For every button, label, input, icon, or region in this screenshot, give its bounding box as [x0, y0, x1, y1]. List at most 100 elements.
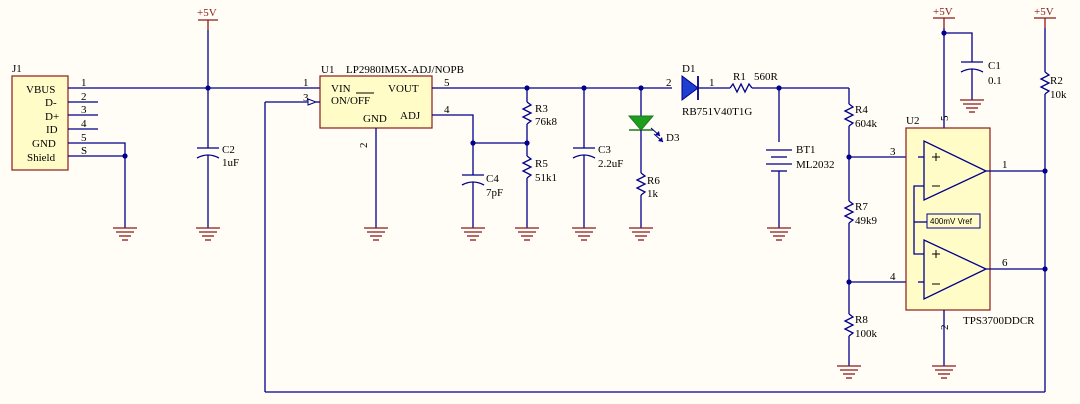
- capacitor-c3: C3 2.2uF: [572, 88, 623, 228]
- power-label: +5V: [933, 6, 953, 18]
- u1-part: LP2980IM5X-ADJ/NOPB: [346, 64, 464, 76]
- j1-pinnum-1: 1: [81, 77, 87, 89]
- power-label: +5V: [197, 7, 217, 19]
- c3-value: 2.2uF: [598, 158, 623, 170]
- c2-ref: C2: [222, 144, 235, 156]
- c4-ref: C4: [486, 173, 499, 185]
- j1-pinnum-5: 5: [81, 132, 87, 144]
- j1-pin-dminus: D-: [45, 97, 57, 109]
- j1-pinnum-2: 2: [81, 91, 87, 103]
- c1-ref: C1: [988, 60, 1001, 72]
- d1-pinnum-2: 2: [666, 77, 672, 89]
- u2-pinnum-5: 5: [939, 115, 951, 121]
- power-symbol-r2: +5V: [1034, 6, 1056, 28]
- u1-pinnum-3: 3: [303, 92, 309, 104]
- r6-ref: R6: [647, 175, 660, 187]
- comparator-u2: U2 TPS3700DDCR 5 2 400mV Vref: [905, 115, 1035, 331]
- u1-ref: U1: [321, 64, 334, 76]
- j1-pinnum-4: 4: [81, 118, 87, 130]
- resistor-r8: R8 100k: [843, 282, 878, 366]
- u1-pin-vout: VOUT: [388, 83, 419, 95]
- u2-pinnum-4: 4: [890, 271, 896, 283]
- r1-ref: R1: [733, 71, 746, 83]
- power-label: +5V: [1034, 6, 1054, 18]
- j1-pin-vbus: VBUS: [26, 84, 55, 96]
- r6-value: 1k: [647, 188, 659, 200]
- j1-pin-shield: Shield: [27, 152, 56, 164]
- resistor-r7: R7 49k9: [843, 157, 878, 282]
- u2-part: TPS3700DDCR: [963, 315, 1035, 327]
- j1-pin-dplus: D+: [45, 111, 59, 123]
- resistor-r2: R2 10k: [1039, 28, 1067, 392]
- r4-ref: R4: [855, 104, 868, 116]
- resistor-r5: R5 51k1: [521, 143, 557, 228]
- u1-pin-gnd: GND: [363, 113, 387, 125]
- r3-value: 76k8: [535, 116, 558, 128]
- r7-value: 49k9: [855, 215, 878, 227]
- ground-symbol: [364, 227, 388, 241]
- bt1-value: ML2032: [796, 159, 835, 171]
- c4-value: 7pF: [486, 187, 503, 199]
- capacitor-c1: C1 0.1: [960, 60, 1002, 100]
- j1-pin-id: ID: [46, 124, 58, 136]
- c1-value: 0.1: [988, 75, 1002, 87]
- capacitor-c4: C4 7pF: [461, 143, 503, 228]
- c3-ref: C3: [598, 144, 611, 156]
- ground-symbol: [113, 227, 137, 241]
- c2-value: 1uF: [222, 157, 239, 169]
- j1-pinnum-s: S: [81, 145, 87, 157]
- ground-symbol: [572, 227, 596, 241]
- ground-symbol: [960, 99, 984, 113]
- d3-ref: D3: [666, 132, 680, 144]
- u1-pin-on-off: ON/OFF: [331, 95, 370, 107]
- resistor-r6: R6 1k: [635, 130, 660, 228]
- ground-symbol: [629, 227, 653, 241]
- power-symbol-u2: +5V: [933, 6, 955, 28]
- u1-pinnum-4: 4: [444, 104, 450, 116]
- r8-ref: R8: [855, 314, 868, 326]
- j1-ref: J1: [12, 63, 22, 75]
- u2-vref-label: 400mV Vref: [930, 217, 973, 226]
- j1-pinnum-3: 3: [81, 104, 87, 116]
- regulator-u1: U1 LP2980IM5X-ADJ/NOPB VIN ON/OFF VOUT G…: [303, 64, 464, 148]
- u1-pinnum-5: 5: [444, 77, 450, 89]
- ground-symbol: [196, 227, 220, 241]
- d1-pinnum-1: 1: [709, 77, 715, 89]
- led-d3: D3: [627, 88, 680, 144]
- battery-bt1: BT1 ML2032: [766, 88, 835, 228]
- r2-ref: R2: [1050, 75, 1063, 87]
- diode-d1: 2 1 D1 RB751V40T1G: [666, 63, 752, 118]
- u1-pinnum-2: 2: [358, 143, 370, 149]
- u1-pin-adj: ADJ: [400, 110, 421, 122]
- bt1-ref: BT1: [796, 144, 816, 156]
- r7-ref: R7: [855, 201, 868, 213]
- resistor-r4: R4 604k: [843, 88, 878, 157]
- resistor-r1: R1 560R: [729, 71, 849, 94]
- r4-value: 604k: [855, 118, 878, 130]
- u2-ref: U2: [906, 115, 919, 127]
- r8-value: 100k: [855, 328, 878, 340]
- ground-symbol: [767, 227, 791, 241]
- d1-part: RB751V40T1G: [682, 106, 752, 118]
- r1-value: 560R: [754, 71, 779, 83]
- connector-j1: J1 VBUS D- D+ ID GND Shield 1 2 3 4 5 S: [11, 63, 98, 171]
- ground-symbol: [515, 227, 539, 241]
- r2-value: 10k: [1050, 89, 1067, 101]
- u2-pinnum-6: 6: [1002, 257, 1008, 269]
- j1-pin-gnd: GND: [32, 138, 56, 150]
- ground-symbol: [837, 365, 861, 379]
- u2-pinnum-2: 2: [939, 325, 951, 331]
- power-symbol-c2: +5V: [197, 7, 218, 30]
- r5-ref: R5: [535, 158, 548, 170]
- capacitor-c2: C2 1uF: [196, 88, 239, 228]
- u1-pin-vin: VIN: [331, 83, 351, 95]
- u1-pinnum-1: 1: [303, 77, 309, 89]
- d1-ref: D1: [682, 63, 695, 75]
- r5-value: 51k1: [535, 172, 557, 184]
- u2-pinnum-1: 1: [1002, 159, 1008, 171]
- ground-symbol: [932, 365, 956, 379]
- u2-pinnum-3: 3: [890, 146, 896, 158]
- ground-symbol: [461, 227, 485, 241]
- r3-ref: R3: [535, 103, 548, 115]
